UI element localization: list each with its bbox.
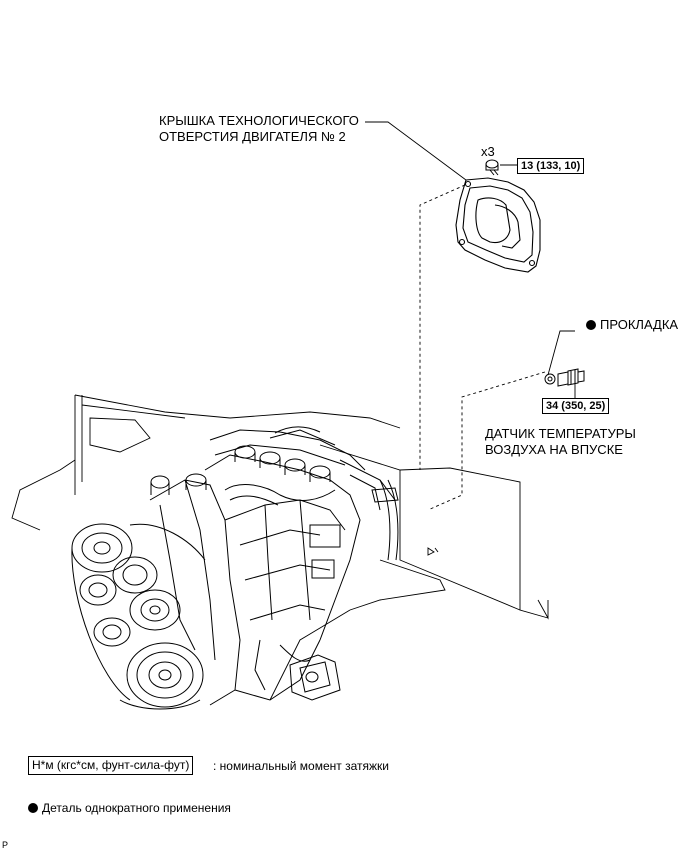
callout-leaders (365, 121, 576, 398)
non-reusable-legend-icon (28, 803, 38, 813)
engine-block (149, 454, 361, 706)
engine-mount (289, 479, 399, 701)
sensor-label-line2: ВОЗДУХА НА ВПУСКЕ (485, 442, 623, 457)
sensor-torque-spec: 34 (350, 25) (542, 398, 610, 414)
cover-torque-spec: 13 (133, 10) (517, 158, 585, 174)
engine-cylinder-head (150, 426, 396, 511)
non-reusable-bullet-icon (586, 320, 596, 330)
gasket-label: ПРОКЛАДКА (586, 317, 678, 333)
service-hole-cover (455, 177, 541, 273)
dashed-leader-lines (419, 184, 546, 511)
torque-legend-desc: : номинальный момент затяжки (213, 759, 389, 773)
non-reusable-legend: Деталь однократного применения (28, 800, 231, 816)
bolt-quantity: x3 (481, 144, 495, 159)
non-reusable-legend-text: Деталь однократного применения (42, 801, 231, 815)
cover-label-line2: ОТВЕРСТИЯ ДВИГАТЕЛЯ № 2 (159, 129, 346, 144)
cover-label-line1: КРЫШКА ТЕХНОЛОГИЧЕСКОГО (159, 113, 359, 128)
body-frame-outline (11, 394, 549, 701)
engine-front-pulleys (71, 523, 206, 710)
sensor-label-line1: ДАТЧИК ТЕМПЕРАТУРЫ (485, 426, 636, 441)
gasket-label-text: ПРОКЛАДКА (600, 317, 679, 332)
torque-unit-legend: Н*м (кгс*см, фунт-сила-фут) (28, 756, 194, 775)
intake-air-temp-sensor (544, 368, 585, 387)
bolt-icon (485, 159, 499, 176)
corner-mark: P (2, 840, 9, 850)
